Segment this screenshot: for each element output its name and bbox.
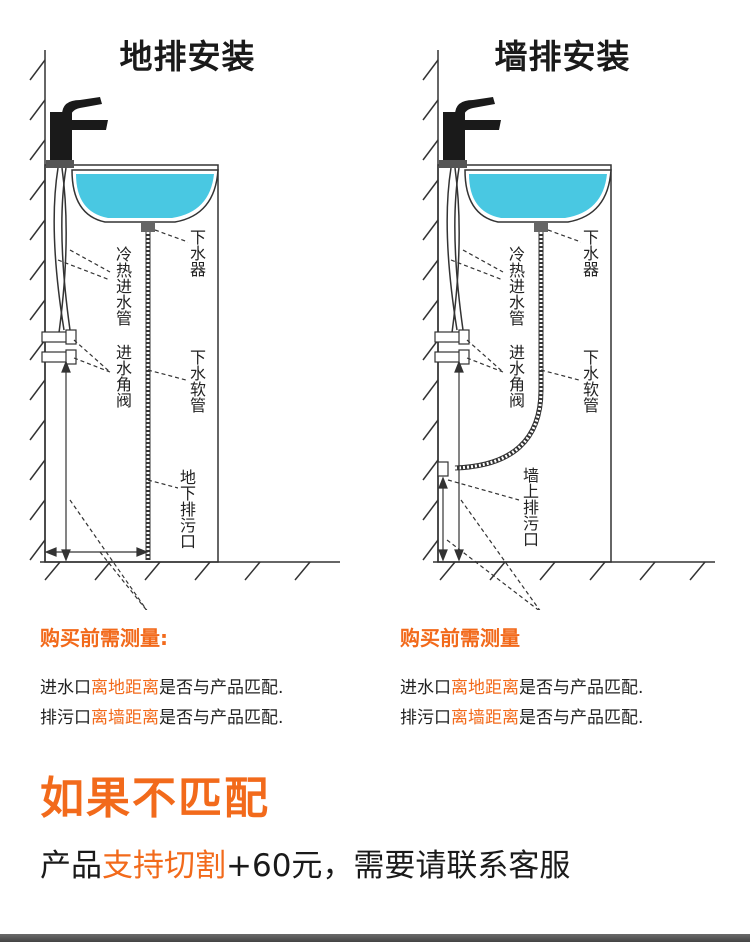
inlet-hoses — [446, 167, 464, 341]
drain-assembly — [141, 222, 155, 560]
label-hoses: 冷热进水管 — [506, 245, 525, 327]
wall-hatch — [422, 50, 439, 562]
notice-headline: 如果不匹配 — [40, 773, 270, 824]
requirements-title: 购买前需测量 — [400, 626, 520, 650]
panel-title: 墙排安装 — [494, 37, 631, 76]
label-angle-valve: 进水角阀 — [113, 343, 132, 409]
requirement-highlight: 离墙距离 — [91, 708, 159, 728]
requirement-text: 是否与产品匹配. — [519, 708, 644, 728]
floor-drain-panel: 地排安装 下水器 冷热进水管 进水角阀 下水软管 地下排污口 — [0, 0, 375, 610]
wall-drain-diagram — [422, 50, 715, 610]
angle-valves — [41, 329, 77, 365]
notice-pre: 产品 — [40, 848, 102, 884]
label-drain-hose: 下水软管 — [187, 348, 206, 414]
requirement-highlight: 离地距离 — [451, 678, 519, 698]
label-angle-valve: 进水角阀 — [506, 343, 525, 409]
drain-assembly — [437, 222, 548, 477]
requirement-text: 是否与产品匹配. — [159, 708, 284, 728]
angle-valves — [434, 329, 470, 365]
inlet-hoses — [53, 167, 71, 341]
cabinet — [44, 164, 219, 563]
requirement-text: 是否与产品匹配. — [159, 678, 284, 698]
dimension-lines — [438, 360, 464, 562]
panel-title: 地排安装 — [119, 37, 256, 76]
faucet — [439, 97, 501, 168]
leader-lines — [57, 229, 189, 610]
floor-hatch — [40, 561, 340, 581]
water — [76, 174, 214, 218]
wall-hatch — [29, 50, 46, 562]
leader-lines — [446, 229, 582, 610]
floor-drain-diagram — [29, 50, 340, 610]
requirement-highlight: 离墙距离 — [451, 708, 519, 728]
notice-post: +60元，需要请联系客服 — [226, 848, 571, 884]
requirement-outlet: 排污口离墙距离是否与产品匹配. — [40, 703, 415, 733]
label-outlet: 墙上排污口 — [520, 466, 539, 548]
requirement-text: 排污口 — [40, 708, 91, 728]
requirement-text: 排污口 — [400, 708, 451, 728]
label-drain-hose: 下水软管 — [580, 348, 599, 414]
faucet — [46, 97, 108, 168]
dimension-lines — [44, 360, 149, 562]
requirement-highlight: 离地距离 — [91, 678, 159, 698]
requirement-outlet: 排污口离墙距离是否与产品匹配. — [400, 703, 750, 733]
label-drain-fitting: 下水器 — [187, 228, 206, 278]
bottom-divider — [0, 934, 750, 942]
water — [469, 174, 607, 218]
requirement-text: 进水口 — [40, 678, 91, 698]
notice-text: 产品支持切割+60元，需要请联系客服 — [40, 840, 570, 885]
notice-highlight: 支持切割 — [102, 848, 226, 884]
requirements-left: 购买前需测量: 进水口离地距离是否与产品匹配. 排污口离墙距离是否与产品匹配. — [40, 622, 415, 733]
requirements-title: 购买前需测量: — [40, 626, 168, 650]
requirement-inlet: 进水口离地距离是否与产品匹配. — [400, 673, 750, 703]
requirements-right: 购买前需测量 进水口离地距离是否与产品匹配. 排污口离墙距离是否与产品匹配. — [400, 622, 750, 733]
requirement-inlet: 进水口离地距离是否与产品匹配. — [40, 673, 415, 703]
wall-drain-panel: 墙排安装 下水器 冷热进水管 进水角阀 下水软管 墙上排污口 — [375, 0, 750, 610]
label-hoses: 冷热进水管 — [113, 245, 132, 327]
requirement-text: 是否与产品匹配. — [519, 678, 644, 698]
requirement-text: 进水口 — [400, 678, 451, 698]
label-drain-fitting: 下水器 — [580, 228, 599, 278]
label-outlet: 地下排污口 — [177, 468, 196, 550]
cabinet — [437, 164, 612, 563]
floor-hatch — [433, 561, 715, 581]
